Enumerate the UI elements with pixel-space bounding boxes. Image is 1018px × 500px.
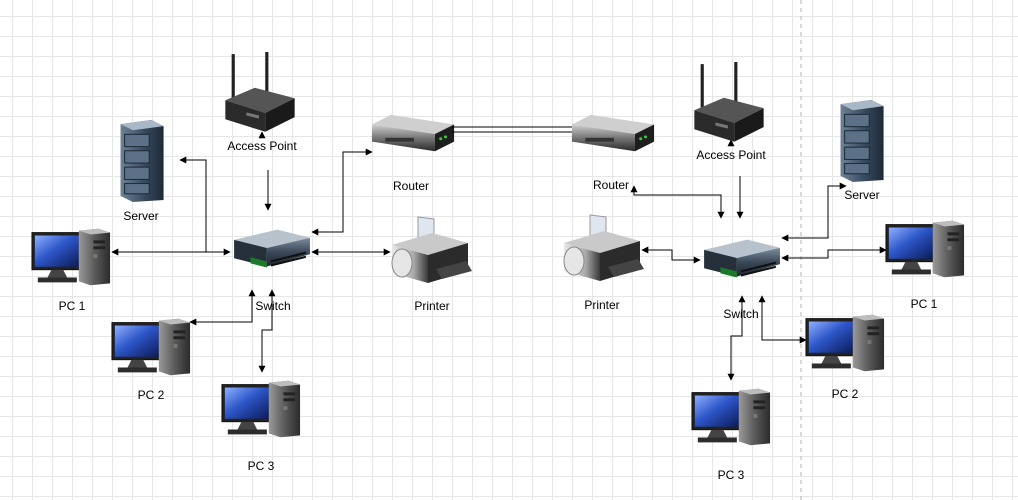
connector-switch-printer-right <box>641 246 701 264</box>
connector-switch-pc1-right <box>781 246 887 262</box>
router-label: Router <box>593 178 629 192</box>
connector-switch-pc2-right <box>758 295 807 344</box>
pc-icon <box>31 228 111 286</box>
pc-icon <box>805 314 885 372</box>
switch-icon <box>704 239 780 278</box>
pc-icon <box>221 380 301 438</box>
pc1-label: PC 1 <box>911 297 938 311</box>
access-point-label: Access Point <box>696 148 766 162</box>
router-label: Router <box>393 179 429 193</box>
connector-switch-pc3-left <box>258 289 276 373</box>
printer-icon <box>391 216 472 284</box>
router-icon <box>571 114 655 152</box>
pc2-label: PC 2 <box>138 388 165 402</box>
server-icon <box>120 120 165 202</box>
connector-switch-server-left <box>179 156 230 253</box>
printer-icon <box>563 214 644 282</box>
connector-switch-router-right <box>630 185 725 219</box>
access-point-icon <box>694 62 764 142</box>
pc-icon <box>885 220 965 278</box>
pc3-label: PC 3 <box>248 459 275 473</box>
connector-switch-router-left <box>311 148 373 236</box>
switch-icon <box>234 229 310 268</box>
left-network: Access Point Router Server Switch Printe… <box>31 52 472 473</box>
printer-label: Printer <box>414 299 449 313</box>
access-point-label: Access Point <box>227 139 297 153</box>
connector-switch-pc2-left <box>189 289 256 326</box>
pc-icon <box>691 388 771 446</box>
connector-switch-server-right <box>781 182 847 242</box>
pc-icon <box>111 318 191 376</box>
server-icon <box>840 100 885 182</box>
pc2-label: PC 2 <box>832 387 859 401</box>
pc1-label: PC 1 <box>59 299 86 313</box>
switch-label: Switch <box>723 307 758 321</box>
right-network: Access Point Router Server Switch Printe… <box>563 62 965 482</box>
server-label: Server <box>123 209 158 223</box>
router-link <box>452 126 574 133</box>
server-label: Server <box>844 188 879 202</box>
switch-label: Switch <box>255 299 290 313</box>
connector-switch-pc3-right <box>727 295 746 381</box>
access-point-icon <box>225 52 295 132</box>
router-icon <box>371 114 455 152</box>
printer-label: Printer <box>584 298 619 312</box>
pc3-label: PC 3 <box>718 468 745 482</box>
